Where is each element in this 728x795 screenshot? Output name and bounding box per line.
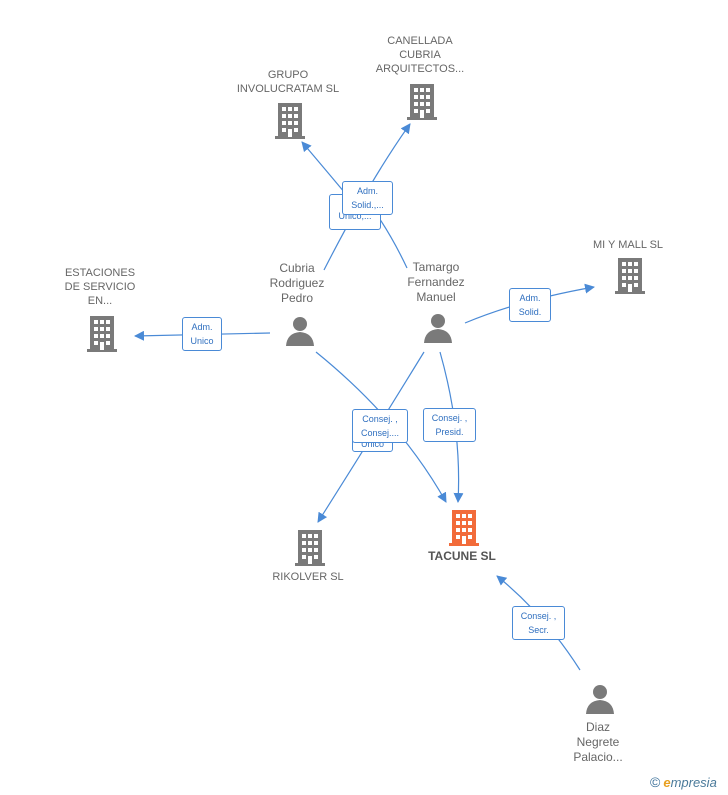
- building-icon: [295, 530, 325, 566]
- node-label: CANELLADA CUBRIA ARQUITECTOS...: [375, 35, 465, 75]
- node-label: MI Y MALL SL: [592, 239, 664, 251]
- edge-label-adm-solid[interactable]: Adm. Solid.,...: [342, 181, 393, 215]
- node-label: TACUNE SL: [428, 549, 496, 563]
- node-grupo[interactable]: GRUPO INVOLUCRATAM SL: [228, 68, 348, 96]
- node-estaciones[interactable]: ESTACIONES DE SERVICIO EN...: [50, 266, 150, 308]
- node-label: Cubria Rodriguez Pedro: [269, 261, 325, 305]
- person-icon: [286, 317, 314, 346]
- node-tamargo[interactable]: Tamargo Fernandez Manuel: [394, 260, 478, 305]
- edge-label-consej-secr[interactable]: Consej. , Secr.: [512, 606, 565, 640]
- edge-label-adm-unico-estaciones[interactable]: Adm. Unico: [182, 317, 222, 351]
- node-cubria[interactable]: Cubria Rodriguez Pedro: [257, 261, 337, 306]
- edge-label-consej-presid[interactable]: Consej. , Presid.: [423, 408, 476, 442]
- building-icon: [615, 258, 645, 294]
- node-canellada[interactable]: CANELLADA CUBRIA ARQUITECTOS...: [360, 34, 480, 76]
- copyright-icon: ©: [650, 774, 661, 790]
- footer-brand: ©empresia: [650, 774, 717, 790]
- edge-label-consej[interactable]: Consej. , Consej....: [352, 409, 408, 443]
- brand-logo: empresia: [663, 775, 717, 790]
- node-label: ESTACIONES DE SERVICIO EN...: [64, 267, 136, 307]
- building-icon: [87, 316, 117, 352]
- node-rikolver[interactable]: RIKOLVER SL: [258, 570, 358, 584]
- building-icon: [275, 103, 305, 139]
- node-tacune[interactable]: TACUNE SL: [412, 549, 512, 563]
- building-icon: [407, 84, 437, 120]
- node-label: Diaz Negrete Palacio...: [573, 720, 623, 764]
- edge-label-adm-solid-mimall[interactable]: Adm. Solid.: [509, 288, 551, 322]
- building-icon: [449, 510, 479, 546]
- node-diaz[interactable]: Diaz Negrete Palacio...: [556, 720, 640, 765]
- node-mimall[interactable]: MI Y MALL SL: [578, 238, 678, 252]
- node-label: Tamargo Fernandez Manuel: [407, 260, 465, 304]
- person-icon: [586, 685, 614, 714]
- node-label: RIKOLVER SL: [272, 571, 344, 583]
- person-icon: [424, 314, 452, 343]
- node-label: GRUPO INVOLUCRATAM SL: [236, 69, 340, 95]
